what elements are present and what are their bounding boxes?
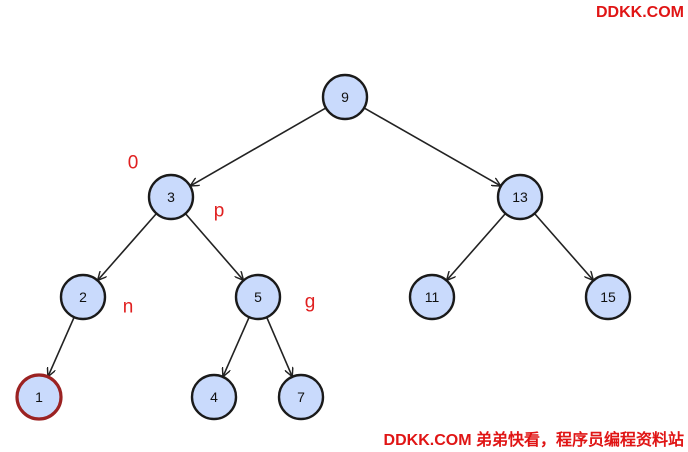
tree-node-2: 2: [59, 273, 107, 321]
watermark-top: DDKK.COM: [596, 4, 684, 21]
tree-node-circle: [15, 373, 63, 421]
tree-node-label: 1: [35, 389, 43, 405]
annotation-label-p: p: [214, 201, 225, 222]
tree-node-3: 3: [147, 173, 195, 221]
tree-node-11: 11: [408, 273, 456, 321]
tree-node-circle: [321, 73, 369, 121]
tree-node-15: 15: [584, 273, 632, 321]
tree-node-circle: [584, 273, 632, 321]
tree-node-label: 4: [210, 389, 218, 405]
tree-node-label: 2: [79, 289, 87, 305]
tree-node-label: 7: [297, 389, 305, 405]
tree-edge-n3-n5: [184, 213, 242, 280]
tree-edge-n2-n1: [48, 316, 75, 376]
tree-edge-n5-n4: [223, 316, 250, 376]
tree-edge-n13-n15: [533, 212, 593, 280]
tree-nodes: 9 3 13 2 5 11 15 1 4 7: [15, 73, 632, 421]
tree-edges: [48, 107, 593, 376]
tree-node-circle: [147, 173, 195, 221]
tree-node-label: 15: [600, 289, 616, 305]
tree-edge-n13-n11: [447, 212, 507, 280]
tree-node-circle: [234, 273, 282, 321]
annotation-label-n: n: [123, 297, 134, 318]
tree-node-circle: [59, 273, 107, 321]
tree-node-label: 9: [341, 89, 349, 105]
tree-node-circle: [408, 273, 456, 321]
tree-node-label: 3: [167, 189, 175, 205]
tree-node-circle: [190, 373, 238, 421]
tree-node-label: 5: [254, 289, 262, 305]
tree-node-13: 13: [496, 173, 544, 221]
tree-node-7: 7: [277, 373, 325, 421]
watermark-bottom: DDKK.COM 弟弟快看，程序员编程资料站: [383, 432, 684, 449]
tree-node-5: 5: [234, 273, 282, 321]
tree-edge-n9-n13: [363, 107, 500, 186]
tree-node-4: 4: [190, 373, 238, 421]
tree-node-9: 9: [321, 73, 369, 121]
tree-node-circle: [277, 373, 325, 421]
tree-annotations: 0 p n g: [123, 153, 316, 318]
tree-node-label: 11: [425, 289, 440, 305]
tree-node-label: 13: [512, 189, 528, 205]
annotation-label-g: g: [305, 292, 316, 313]
annotation-label-0: 0: [128, 153, 139, 174]
tree-edge-n3-n2: [98, 212, 158, 280]
tree-node-1: 1: [15, 373, 63, 421]
tree-edge-n9-n3: [191, 107, 327, 186]
tree-edge-n5-n7: [265, 316, 292, 376]
tree-node-circle: [496, 173, 544, 221]
